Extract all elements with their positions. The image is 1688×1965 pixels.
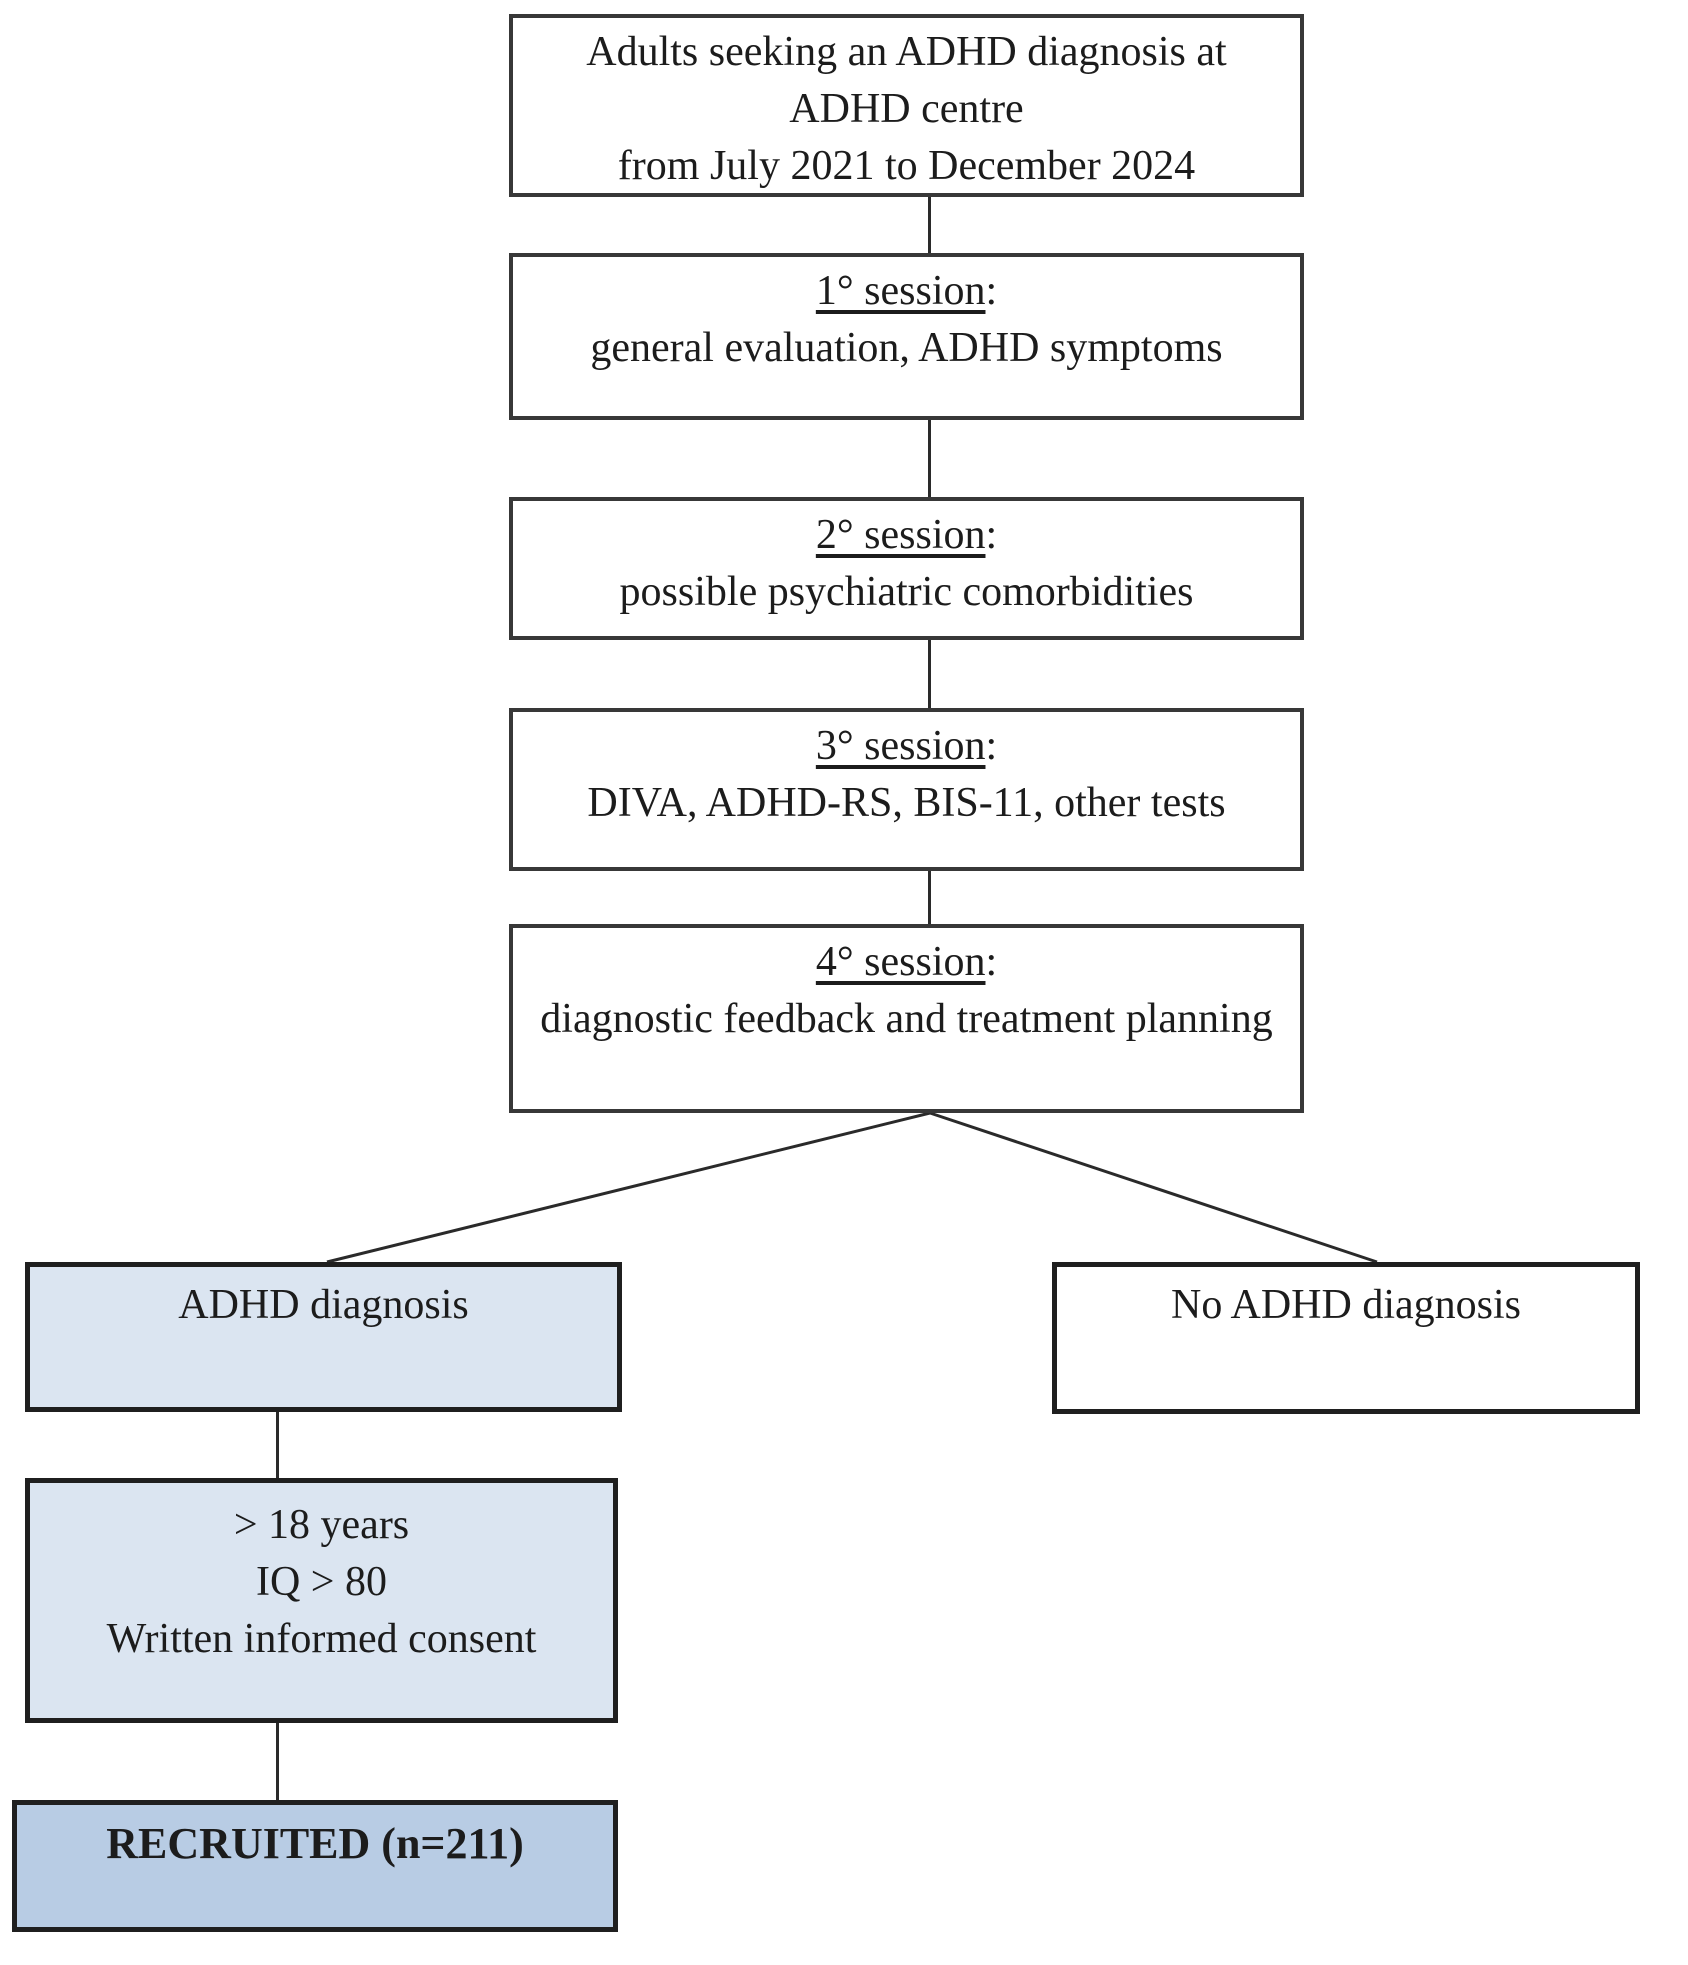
population-line-2: ADHD centre	[789, 86, 1024, 132]
session-1-heading-text: 1° session	[815, 268, 986, 314]
session-2-box: 2° session: possible psychiatric comorbi…	[509, 497, 1304, 640]
population-line-3: from July 2021 to December 2024	[617, 143, 1196, 189]
session-4-heading-text: 4° session	[815, 939, 986, 985]
adhd-diagnosis-box: ADHD diagnosis	[25, 1262, 622, 1412]
criteria-line-iq: IQ > 80	[255, 1559, 387, 1605]
connector-criteria-to-recruited	[276, 1723, 279, 1800]
session-1-box: 1° session: general evaluation, ADHD sym…	[509, 253, 1304, 420]
session-3-heading: 3° session:	[521, 718, 1292, 775]
session-2-heading: 2° session:	[521, 507, 1292, 564]
connector-session2-to-session3	[928, 640, 931, 708]
no-adhd-diagnosis-label: No ADHD diagnosis	[1170, 1282, 1521, 1328]
criteria-line-consent: Written informed consent	[106, 1616, 537, 1662]
recruited-box: RECRUITED (n=211)	[12, 1800, 618, 1932]
session-3-detail: DIVA, ADHD-RS, BIS-11, other tests	[587, 780, 1226, 826]
connector-title-to-session1	[928, 197, 931, 254]
adhd-diagnosis-label: ADHD diagnosis	[178, 1282, 469, 1328]
session-4-box: 4° session: diagnostic feedback and trea…	[509, 924, 1304, 1113]
session-4-colon: :	[985, 939, 998, 985]
connector-adhd-to-criteria	[276, 1412, 279, 1478]
session-3-box: 3° session: DIVA, ADHD-RS, BIS-11, other…	[509, 708, 1304, 871]
no-adhd-diagnosis-box: No ADHD diagnosis	[1052, 1262, 1640, 1414]
branch-line-left	[326, 1111, 931, 1264]
connector-session3-to-session4	[928, 871, 931, 924]
session-4-detail: diagnostic feedback and treatment planni…	[540, 996, 1273, 1042]
session-1-colon: :	[985, 268, 998, 314]
branch-line-right	[929, 1111, 1378, 1264]
session-4-heading: 4° session:	[521, 934, 1292, 991]
session-3-heading-text: 3° session	[815, 723, 986, 769]
recruited-label: RECRUITED (n=211)	[106, 1819, 524, 1868]
inclusion-criteria-box: > 18 years IQ > 80 Written informed cons…	[25, 1478, 618, 1723]
session-2-heading-text: 2° session	[815, 512, 986, 558]
session-1-detail: general evaluation, ADHD symptoms	[590, 325, 1223, 371]
session-2-colon: :	[985, 512, 998, 558]
population-line-1: Adults seeking an ADHD diagnosis at	[586, 29, 1227, 75]
criteria-line-age: > 18 years	[233, 1502, 410, 1548]
connector-session1-to-session2	[928, 420, 931, 497]
session-1-heading: 1° session:	[521, 263, 1292, 320]
population-box: Adults seeking an ADHD diagnosis at ADHD…	[509, 14, 1304, 197]
session-2-detail: possible psychiatric comorbidities	[619, 569, 1194, 615]
session-3-colon: :	[985, 723, 998, 769]
